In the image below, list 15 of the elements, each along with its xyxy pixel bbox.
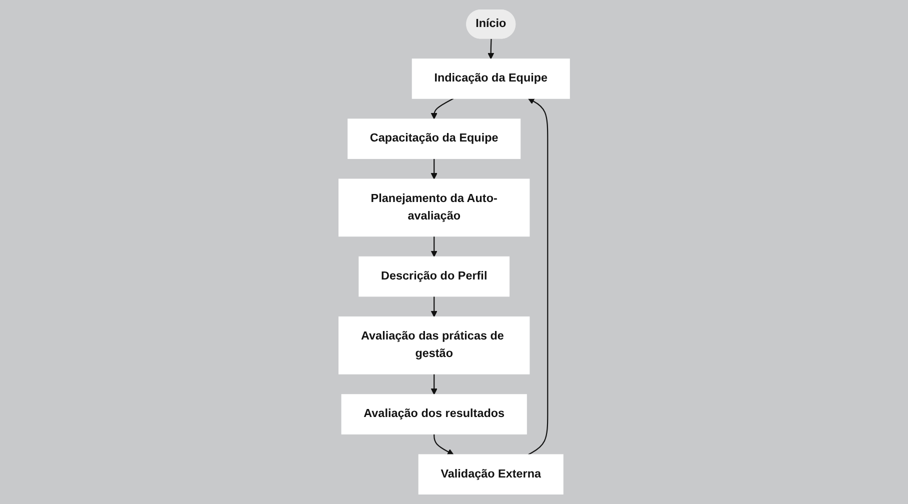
arrow <box>430 296 438 318</box>
node-box: Avaliação das práticas de gestão <box>338 316 530 374</box>
arrow <box>433 434 454 455</box>
arrow <box>487 38 494 60</box>
node-box: Avaliação dos resultados <box>341 394 527 434</box>
arrow <box>430 158 438 180</box>
arrow <box>528 98 548 456</box>
node-box: Planejamento da Auto-avaliação <box>338 178 530 237</box>
node-box: Validação Externa <box>418 454 564 494</box>
arrow <box>430 98 454 120</box>
arrow <box>430 236 438 258</box>
node-box: Capacitação da Equipe <box>347 118 520 159</box>
arrow <box>430 374 438 395</box>
node-box: Descrição do Perfil <box>358 256 510 297</box>
node-box: Indicação da Equipe <box>412 58 570 99</box>
